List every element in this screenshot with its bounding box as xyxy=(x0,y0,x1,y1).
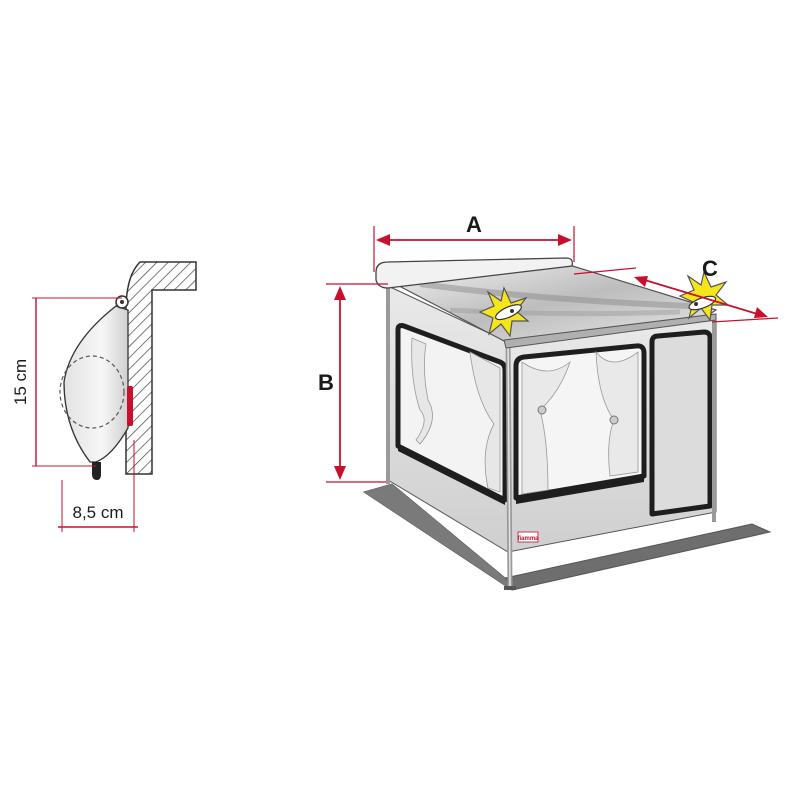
side-profile: 15 cm 8,5 cm xyxy=(11,261,197,532)
front-lead-rail xyxy=(503,313,717,349)
front-window-curtain-left xyxy=(521,360,571,495)
dimension-c-label: C xyxy=(702,256,718,281)
brand-tag xyxy=(517,531,539,543)
awning-case-profile xyxy=(63,305,129,463)
profile-height-label: 15 cm xyxy=(11,359,30,405)
rolled-fabric-dashed xyxy=(59,355,125,429)
clip-star-front xyxy=(478,286,530,338)
front-window-curtain-right xyxy=(595,350,639,477)
front-door xyxy=(649,329,713,517)
vehicle-wall-hatched xyxy=(125,261,197,475)
dimension-a: A xyxy=(373,212,575,272)
brand-tag-text: fiamma xyxy=(517,536,539,542)
dimension-b-label: B xyxy=(318,370,334,395)
dimension-b: B xyxy=(318,283,388,483)
left-side-curtain xyxy=(411,337,433,445)
profile-depth-label: 8,5 cm xyxy=(72,503,123,522)
bottom-handle xyxy=(92,462,101,480)
dimension-a-label: A xyxy=(466,212,482,237)
awning-room: fiamma xyxy=(318,212,779,591)
red-seal-strip xyxy=(127,386,133,426)
awning-cassette xyxy=(375,257,574,289)
dimension-c: C xyxy=(573,256,779,323)
